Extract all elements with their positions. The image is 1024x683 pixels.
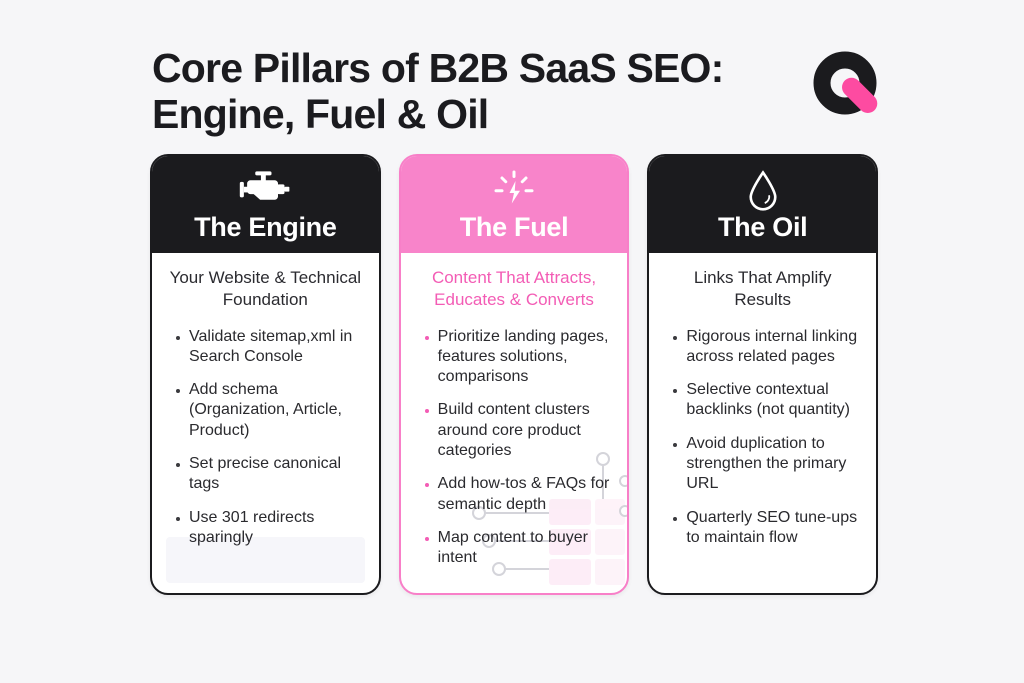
bullet-item: Add schema (Organization, Article, Produ… — [176, 380, 363, 441]
bullet-dot — [176, 335, 180, 340]
pillar-cards-row: The Engine Your Website & Technical Foun… — [150, 154, 879, 595]
card-oil-body: Links That Amplify Results Rigorous inte… — [649, 253, 876, 593]
bullet-text: Avoid duplication to strengthen the prim… — [686, 434, 847, 493]
bullet-item: Set precise canonical tags — [176, 454, 363, 495]
card-engine: The Engine Your Website & Technical Foun… — [150, 154, 381, 595]
bullet-item: Map content to buyer intent — [424, 528, 612, 569]
bullet-text: Add how-tos & FAQs for semantic depth — [437, 475, 610, 513]
card-fuel: The Fuel Content That Attracts, Educates… — [398, 154, 630, 595]
card-engine-bullets: Validate sitemap,xml in Search Console A… — [168, 327, 363, 549]
card-engine-header: The Engine — [152, 156, 379, 253]
bullet-text: Validate sitemap,xml in Search Console — [189, 327, 353, 365]
bullet-dot — [673, 516, 678, 521]
watermark-block — [166, 537, 365, 583]
engine-icon — [239, 168, 291, 212]
bullet-text: Map content to buyer intent — [437, 529, 588, 567]
page-title-line1: Core Pillars of B2B SaaS SEO: — [152, 45, 724, 91]
card-oil-header: The Oil — [649, 156, 877, 253]
card-oil-title: The Oil — [717, 212, 808, 242]
brand-logo — [812, 50, 882, 122]
page-title: Core Pillars of B2B SaaS SEO: Engine, Fu… — [152, 45, 724, 138]
bullet-item: Prioritize landing pages, features solut… — [424, 327, 612, 388]
bullet-text: Add schema (Organization, Article, Produ… — [189, 381, 342, 439]
bullet-dot — [673, 335, 678, 340]
bullet-dot — [176, 389, 180, 394]
droplet-icon — [745, 168, 781, 212]
bullet-item: Selective contextual backlinks (not quan… — [673, 380, 860, 421]
q-logo-icon — [812, 51, 882, 126]
bullet-text: Selective contextual backlinks (not quan… — [686, 381, 850, 419]
bullet-item: Quarterly SEO tune-ups to maintain flow — [673, 508, 860, 549]
bullet-dot — [673, 389, 678, 394]
bullet-text: Prioritize landing pages, features solut… — [437, 327, 609, 386]
bullet-dot — [424, 537, 429, 541]
card-oil-subtitle: Links That Amplify Results — [693, 268, 832, 309]
bullet-item: Validate sitemap,xml in Search Console — [176, 327, 363, 368]
bullet-text: Rigorous internal linking across related… — [686, 327, 858, 365]
bullet-text: Quarterly SEO tune-ups to maintain flow — [686, 508, 858, 546]
bullet-dot — [673, 442, 678, 447]
card-engine-title: The Engine — [194, 212, 337, 242]
card-fuel-subtitle: Content That Attracts, Educates & Conver… — [431, 268, 597, 309]
card-oil: The Oil Links That Amplify Results Rigor… — [647, 154, 879, 595]
bullet-dot — [176, 516, 180, 521]
bullet-dot — [424, 335, 429, 340]
bullet-text: Build content clusters around core produ… — [437, 401, 590, 460]
card-oil-bullets: Rigorous internal linking across related… — [665, 327, 860, 549]
bullet-item: Add how-tos & FAQs for semantic depth — [424, 474, 612, 515]
bullet-text: Use 301 redirects sparingly — [189, 508, 315, 546]
card-engine-subtitle: Your Website & Technical Foundation — [169, 268, 362, 309]
spark-icon — [490, 168, 538, 212]
card-fuel-header: The Fuel — [400, 156, 628, 253]
card-fuel-body: Content That Attracts, Educates & Conver… — [401, 253, 628, 593]
card-fuel-title: The Fuel — [459, 212, 569, 242]
card-engine-body: Your Website & Technical Foundation Vali… — [152, 253, 379, 593]
bullet-dot — [424, 409, 429, 414]
bullet-item: Avoid duplication to strengthen the prim… — [673, 434, 860, 495]
bullet-item: Build content clusters around core produ… — [424, 400, 612, 461]
bullet-dot — [176, 463, 180, 468]
card-fuel-bullets: Prioritize landing pages, features solut… — [417, 327, 612, 569]
page-header: Core Pillars of B2B SaaS SEO: Engine, Fu… — [152, 45, 882, 138]
bullet-text: Set precise canonical tags — [189, 455, 342, 493]
page-title-line2: Engine, Fuel & Oil — [152, 90, 489, 137]
bullet-item: Use 301 redirects sparingly — [176, 508, 363, 549]
bullet-dot — [424, 483, 429, 488]
bullet-item: Rigorous internal linking across related… — [673, 327, 860, 368]
